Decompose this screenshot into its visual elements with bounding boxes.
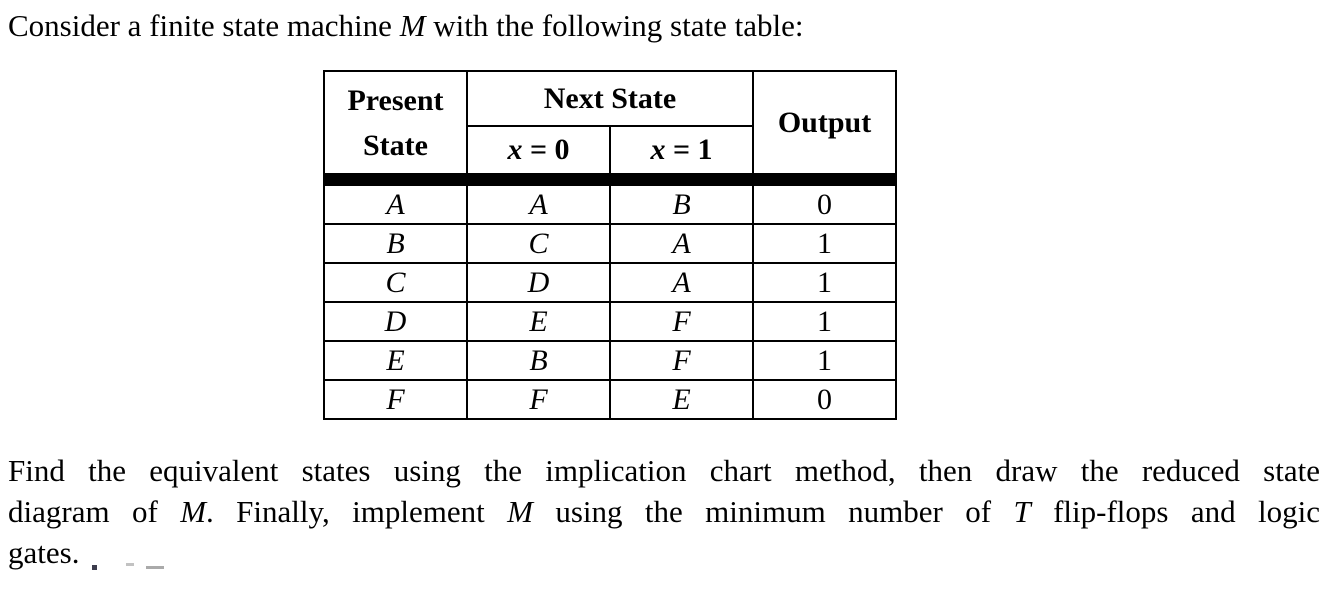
- state-table-header: Present State Next State Output x = 0 x …: [323, 70, 897, 175]
- problem-intro-text: Consider a finite state machine M with t…: [8, 8, 803, 44]
- intro-segment: with the following state table:: [425, 8, 804, 43]
- cell-present: D: [323, 301, 468, 342]
- cell-present: C: [323, 262, 468, 303]
- cell-next-x1: A: [609, 223, 754, 264]
- task-paragraph: Find the equivalent states using the imp…: [8, 450, 1320, 573]
- task-segment: diagram of: [8, 494, 181, 529]
- cell-present: F: [323, 379, 468, 420]
- task-line-1: Find the equivalent states using the imp…: [8, 450, 1320, 491]
- cell-next-x1: F: [609, 340, 754, 381]
- cell-next-x0: A: [466, 184, 611, 225]
- cell-next-x0: E: [466, 301, 611, 342]
- cell-output: 0: [752, 379, 897, 420]
- header-x0: x = 0: [466, 125, 611, 175]
- table-row: A A B 0: [323, 184, 897, 225]
- header-row-inputs: x = 0 x = 1: [324, 125, 896, 175]
- cell-output: 1: [752, 301, 897, 342]
- task-segment: flip-flops and logic: [1030, 494, 1320, 529]
- cell-output: 0: [752, 184, 897, 225]
- cell-output: 1: [752, 262, 897, 303]
- cell-output: 1: [752, 340, 897, 381]
- state-table: Present State Next State Output x = 0 x …: [323, 70, 897, 420]
- task-segment: gates.: [8, 535, 80, 570]
- scan-artifact-smudge: [146, 566, 164, 569]
- cell-next-x1: F: [609, 301, 754, 342]
- task-line-3: gates.: [8, 532, 1320, 573]
- x1-equals: = 1: [665, 133, 713, 166]
- cell-next-x0: B: [466, 340, 611, 381]
- table-row: F F E 0: [323, 379, 897, 420]
- cell-next-x1: B: [609, 184, 754, 225]
- scan-artifact-smudge: [126, 563, 134, 566]
- header-x1: x = 1: [609, 125, 754, 175]
- t-flipflop-symbol: T: [1013, 494, 1031, 529]
- table-row: B C A 1: [323, 223, 897, 264]
- header-row-top: Present State Next State Output: [323, 70, 897, 175]
- cell-next-x0: D: [466, 262, 611, 303]
- cell-next-x1: E: [609, 379, 754, 420]
- header-next-state: Next State: [466, 70, 754, 127]
- cell-next-x0: F: [466, 379, 611, 420]
- machine-name-m: M: [399, 8, 426, 43]
- cell-present: E: [323, 340, 468, 381]
- cell-output: 1: [752, 223, 897, 264]
- table-row: E B F 1: [323, 340, 897, 381]
- machine-name-m: M: [180, 494, 207, 529]
- state-table-body: A A B 0 B C A 1 C D A 1 D E F 1: [323, 173, 897, 420]
- machine-name-m: M: [507, 494, 533, 529]
- task-segment: Find the equivalent states using the imp…: [8, 453, 1320, 488]
- cell-next-x0: C: [466, 223, 611, 264]
- x0-equals: = 0: [522, 133, 570, 166]
- task-segment: using the minimum number of: [532, 494, 1014, 529]
- table-row: C D A 1: [323, 262, 897, 303]
- header-output: Output: [752, 70, 897, 175]
- intro-segment: Consider a finite state machine: [8, 8, 400, 43]
- cell-next-x1: A: [609, 262, 754, 303]
- cell-present: A: [323, 184, 468, 225]
- header-present-state: Present State: [323, 70, 468, 175]
- x-variable: x: [507, 133, 523, 166]
- header-separator-bar: [323, 173, 897, 186]
- table-row: D E F 1: [323, 301, 897, 342]
- x-variable: x: [650, 133, 666, 166]
- task-segment: . Finally, implement: [206, 494, 508, 529]
- separator-cell: [323, 173, 897, 186]
- task-line-2: diagram of M. Finally, implement M using…: [8, 491, 1320, 532]
- scan-artifact-dot: [92, 565, 97, 570]
- cell-present: B: [323, 223, 468, 264]
